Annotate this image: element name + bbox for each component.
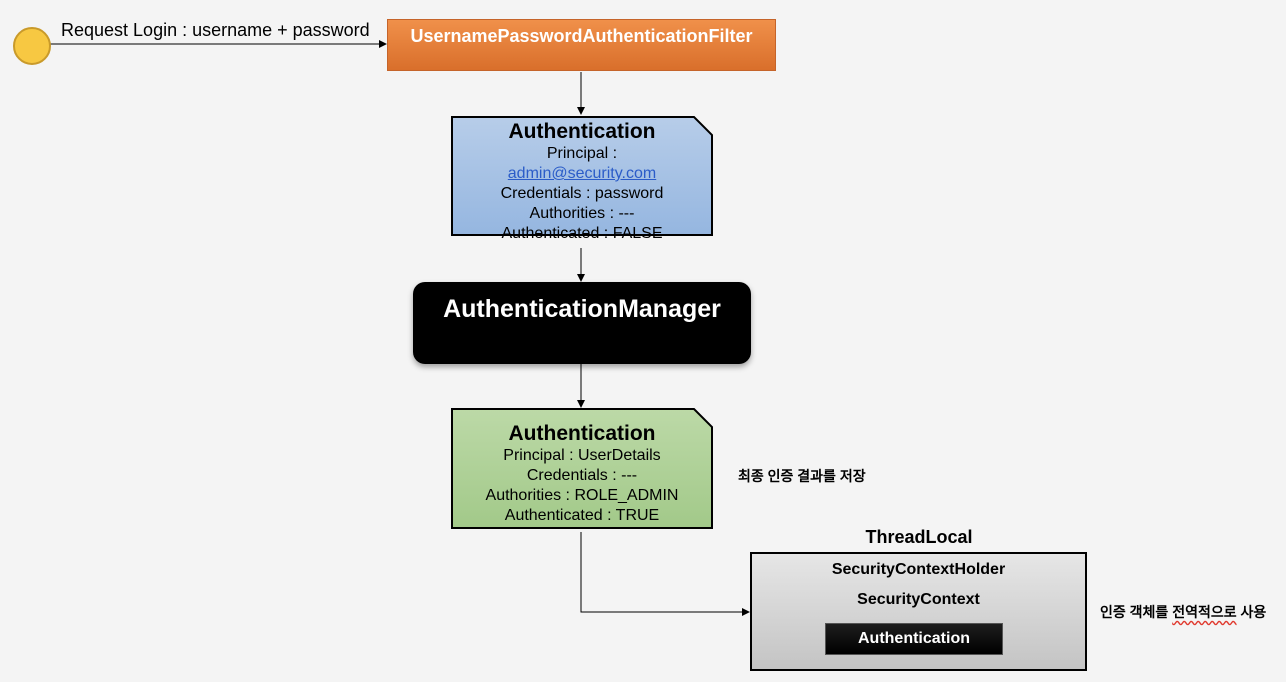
credentials-line: Credentials : password [500, 185, 664, 202]
global-use-note: 인증 객체를 전역적으로 사용 [1100, 602, 1266, 622]
global-note-spellcheck-word: 전역적으로 [1172, 604, 1237, 620]
authentication-after-note: Authentication Principal : UserDetails C… [451, 408, 713, 529]
authentication-before-note: Authentication Principal : admin@securit… [451, 116, 713, 242]
principal-line: Principal : UserDetails [503, 447, 661, 464]
global-note-pre: 인증 객체를 [1100, 604, 1173, 620]
authentication-manager-box: AuthenticationManager [413, 282, 751, 364]
username-password-filter-box: UsernamePasswordAuthenticationFilter [387, 19, 776, 71]
note-shape [451, 116, 713, 236]
authorities-line: Authorities : --- [529, 205, 635, 222]
credentials-line: Credentials : --- [526, 467, 638, 484]
security-context-holder-title: SecurityContextHolder [831, 561, 1006, 578]
auth-title: Authentication [508, 120, 656, 143]
authenticated-line: Authenticated : TRUE [504, 507, 660, 524]
authorities-line: Authorities : ROLE_ADMIN [485, 487, 679, 504]
security-context-title: SecurityContext [857, 591, 980, 608]
inner-authentication-box: Authentication [825, 623, 1003, 655]
note-shape [451, 408, 713, 529]
principal-email-link[interactable]: admin@security.com [507, 165, 657, 182]
authenticated-line: Authenticated : FALSE [501, 225, 663, 242]
store-result-note: 최종 인증 결과를 저장 [738, 468, 866, 484]
request-login-label: Request Login : username + password [61, 20, 370, 40]
principal-label: Principal : [546, 145, 618, 162]
auth-title: Authentication [508, 422, 656, 445]
threadlocal-label: ThreadLocal [865, 527, 973, 547]
start-node [13, 27, 51, 65]
global-note-post: 사용 [1236, 604, 1267, 620]
security-context-holder-box: SecurityContextHolder SecurityContext Au… [750, 552, 1087, 671]
arrow-auth-to-holder [580, 532, 750, 616]
